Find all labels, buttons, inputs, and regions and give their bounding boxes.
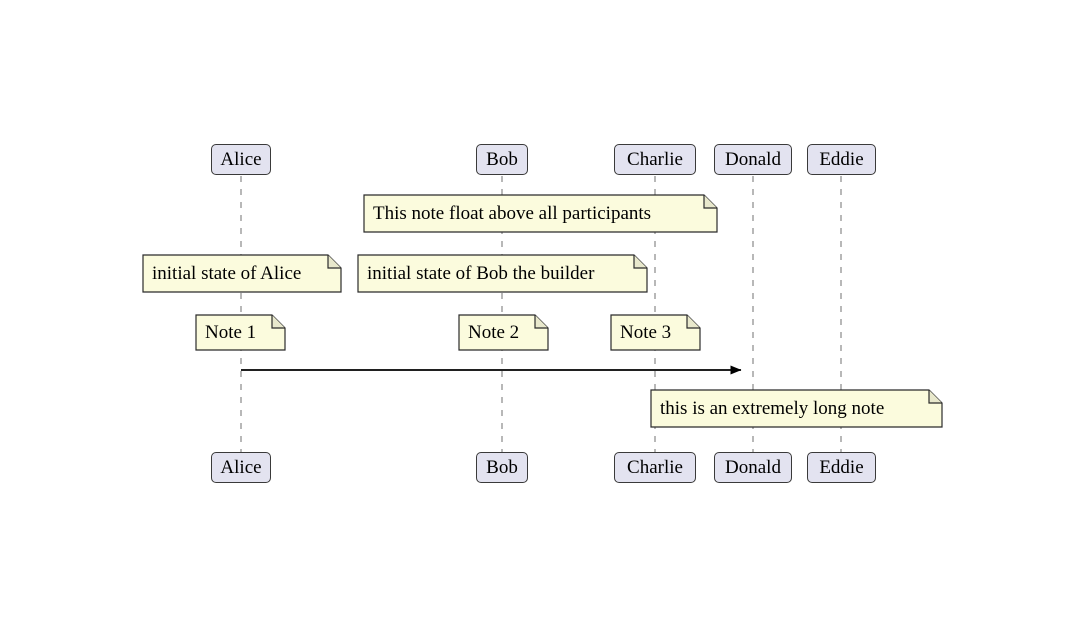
note-label: This note float above all participants	[373, 203, 652, 224]
participant-alice-bottom[interactable]: Alice	[211, 452, 271, 483]
participant-eddie-bottom[interactable]: Eddie	[807, 452, 876, 483]
participant-label: Donald	[725, 149, 781, 170]
note-label: Note 3	[620, 322, 672, 343]
participant-donald-top[interactable]: Donald	[714, 144, 792, 175]
participant-label: Donald	[725, 457, 781, 478]
participant-donald-bottom[interactable]: Donald	[714, 452, 792, 483]
note-note-2[interactable]: Note 2	[459, 315, 548, 350]
participant-alice-top[interactable]: Alice	[211, 144, 271, 175]
participant-label: Eddie	[819, 149, 864, 170]
note-note-1[interactable]: Note 1	[196, 315, 285, 350]
note-label: this is an extremely long note	[660, 398, 885, 419]
note-shape-note-2	[458, 314, 549, 351]
note-label: initial state of Alice	[152, 263, 302, 284]
participant-label: Charlie	[627, 457, 683, 478]
note-shape-note-1	[195, 314, 286, 351]
note-note-3[interactable]: Note 3	[611, 315, 700, 350]
participant-label: Bob	[486, 457, 518, 478]
note-label: Note 2	[468, 322, 520, 343]
participant-label: Alice	[220, 149, 262, 170]
participant-eddie-top[interactable]: Eddie	[807, 144, 876, 175]
note-label: initial state of Bob the builder	[367, 263, 595, 284]
note-shape-note-3	[610, 314, 701, 351]
participant-charlie-top[interactable]: Charlie	[614, 144, 696, 175]
note-shape-note-float-above	[363, 194, 718, 233]
note-note-initial-bob[interactable]: initial state of Bob the builder	[358, 255, 647, 292]
participant-charlie-bottom[interactable]: Charlie	[614, 452, 696, 483]
note-note-long[interactable]: this is an extremely long note	[651, 390, 942, 427]
note-note-initial-alice[interactable]: initial state of Alice	[143, 255, 341, 292]
participant-bob-bottom[interactable]: Bob	[476, 452, 528, 483]
note-label: Note 1	[205, 322, 257, 343]
note-shape-note-initial-bob	[357, 254, 648, 293]
participant-label: Bob	[486, 149, 518, 170]
participant-label: Charlie	[627, 149, 683, 170]
participant-bob-top[interactable]: Bob	[476, 144, 528, 175]
note-note-float-above[interactable]: This note float above all participants	[364, 195, 717, 232]
note-shapes-group	[142, 194, 943, 428]
participant-label: Alice	[220, 457, 262, 478]
participant-label: Eddie	[819, 457, 864, 478]
note-shape-note-initial-alice	[142, 254, 342, 293]
note-shape-note-long	[650, 389, 943, 428]
